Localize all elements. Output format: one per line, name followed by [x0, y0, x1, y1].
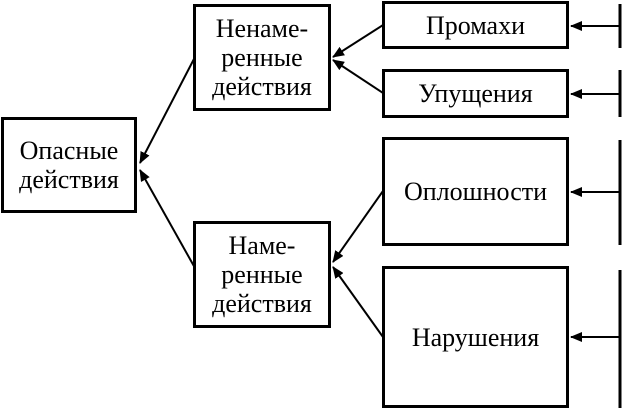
node-intended-actions: Наме- ренные действия	[193, 221, 331, 328]
node-slips: Промахи	[382, 1, 569, 49]
node-mistakes: Оплошности	[382, 137, 569, 246]
arrow-violations-to-intended	[332, 266, 384, 338]
node-unintended-actions: Ненаме- ренные действия	[193, 4, 331, 111]
arrow-intended-to-root	[139, 169, 196, 269]
arrow-mistakes-to-intended	[332, 190, 384, 263]
arrow-lapses-to-unintended	[332, 59, 384, 94]
node-mistakes-label: Оплошности	[403, 177, 548, 206]
node-lapses-label: Упущения	[418, 79, 533, 108]
node-unintended-actions-label: Ненаме- ренные действия	[212, 14, 312, 101]
node-intended-actions-label: Наме- ренные действия	[212, 231, 312, 318]
node-lapses: Упущения	[382, 69, 569, 118]
node-violations: Нарушения	[382, 266, 569, 408]
node-violations-label: Нарушения	[411, 322, 540, 352]
arrow-unintended-to-root	[139, 56, 196, 164]
node-slips-label: Промахи	[425, 10, 525, 40]
arrow-slips-to-unintended	[332, 24, 384, 58]
node-unsafe-acts: Опасные действия	[1, 117, 137, 213]
node-unsafe-acts-label: Опасные действия	[19, 136, 119, 194]
